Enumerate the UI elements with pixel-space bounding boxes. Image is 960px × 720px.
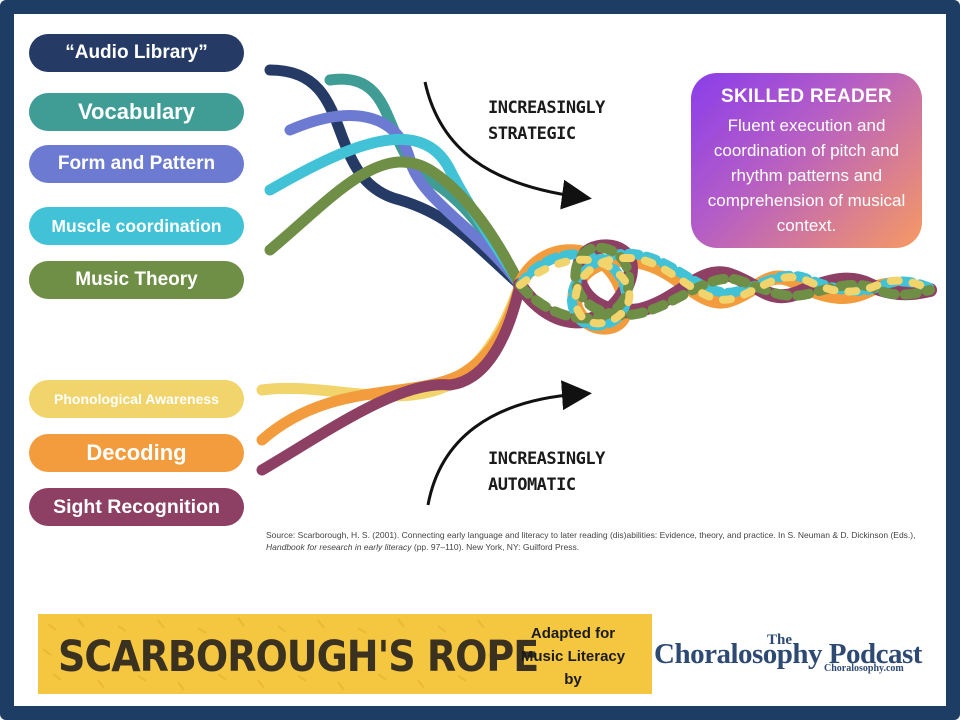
label-muscle-coordination: Muscle coordination (29, 207, 244, 245)
increasingly-automatic-label: INCREASINGLY AUTOMATIC (488, 446, 605, 498)
strand-sight-recognition (256, 279, 526, 476)
strategic-line-1: INCREASINGLY (488, 98, 605, 118)
label-phonological-awareness: Phonological Awareness (29, 380, 244, 418)
label-vocabulary: Vocabulary (29, 93, 244, 131)
adapted-note: Adapted for Music Literacy by (498, 622, 648, 691)
label-text: Form and Pattern (57, 153, 216, 174)
skilled-reader-description: Fluent execution and coordination of pit… (707, 116, 906, 235)
adapted-line-1: Adapted for (530, 625, 616, 642)
lower-strands (256, 279, 526, 476)
label-sight-recognition: Sight Recognition (29, 488, 244, 526)
citation-title: Handbook for research in early literacy (266, 542, 412, 552)
label-text: “Audio Library” (65, 42, 208, 63)
label-form-pattern: Form and Pattern (29, 145, 244, 183)
increasingly-strategic-label: INCREASINGLY STRATEGIC (488, 95, 605, 147)
label-music-theory: Music Theory (29, 261, 244, 299)
label-audio-library: “Audio Library” (29, 34, 244, 72)
source-citation: Source: Scarborough, H. S. (2001). Conne… (266, 529, 938, 553)
upper-strands (264, 64, 526, 291)
label-text: Music Theory (75, 269, 198, 290)
label-text: Decoding (86, 440, 187, 465)
automatic-line-1: INCREASINGLY (488, 449, 605, 469)
label-text: Sight Recognition (53, 495, 220, 518)
braided-rope (513, 239, 937, 335)
podcast-name: Choralosophy Podcast (654, 638, 922, 670)
strategic-line-2: STRATEGIC (488, 124, 576, 144)
skilled-reader-title: SKILLED READER (721, 86, 892, 107)
podcast-the: The (767, 632, 793, 648)
strategic-arrow (423, 81, 592, 210)
skilled-reader-box: SKILLED READER Fluent execution and coor… (691, 73, 922, 248)
banner-texture (42, 617, 495, 691)
automatic-line-2: AUTOMATIC (488, 475, 576, 495)
citation-text: Source: Scarborough, H. S. (2001). Conne… (266, 530, 916, 540)
strand-music-theory (264, 156, 526, 291)
strand-phonological (256, 279, 526, 402)
automatic-arrow (426, 380, 592, 506)
podcast-url: Choralosophy.com (824, 663, 904, 674)
label-decoding: Decoding (29, 434, 244, 472)
label-text: Vocabulary (78, 99, 195, 124)
title-banner: SCARBOROUGH'S ROPE Adapted for Music Lit… (38, 614, 652, 694)
adapted-line-2: Music Literacy (520, 648, 626, 665)
podcast-logo: The Choralosophy Podcast Choralosophy.co… (654, 632, 934, 682)
banner-title: SCARBOROUGH'S ROPE (58, 632, 539, 682)
label-text: Muscle coordination (51, 215, 222, 236)
strand-audio-library (264, 64, 526, 291)
label-text: Phonological Awareness (54, 391, 219, 407)
adapted-line-3: by (564, 671, 582, 688)
citation-pages: (pp. 97–110). New York, NY: Guilford Pre… (411, 542, 580, 552)
